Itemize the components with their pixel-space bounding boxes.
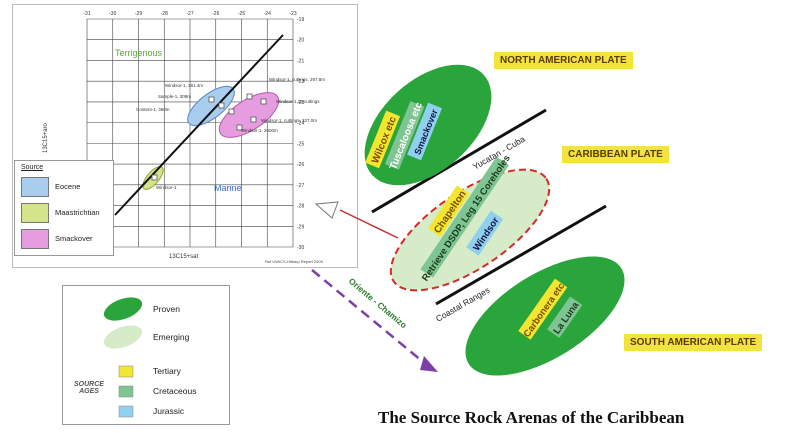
y-tick-label: -30 bbox=[297, 245, 304, 251]
point-label: Windsor-1, 2500m bbox=[241, 128, 278, 133]
source-legend-title: Source bbox=[21, 164, 44, 171]
maastrichtian-label: Maastrichtian bbox=[55, 208, 100, 217]
data-point bbox=[236, 124, 243, 131]
data-point bbox=[218, 102, 225, 109]
cretaceous-label: Cretaceous bbox=[153, 386, 197, 396]
y-tick-label: -24 bbox=[297, 121, 304, 127]
x-tick-label: -25 bbox=[238, 11, 245, 17]
data-points bbox=[151, 93, 267, 181]
point-label: Windsor-1,19 cuttings bbox=[276, 99, 320, 104]
oriente-arrowhead bbox=[420, 356, 438, 372]
credit-text: Ref UWICS-Hilbarp Report 2009 bbox=[265, 259, 324, 264]
callout-arrowhead bbox=[314, 201, 339, 219]
x-tick-label: -27 bbox=[186, 11, 193, 17]
x-tick-label: -28 bbox=[161, 11, 168, 17]
x-tick-label: -24 bbox=[264, 11, 271, 17]
map-key-graphics bbox=[103, 297, 143, 418]
y-tick-labels: -19 -20 -21 -22 -23 -24 -25 -26 -27 -28 -29 -30 bbox=[297, 17, 304, 251]
maastrichtian-swatch bbox=[21, 203, 49, 223]
terrigenous-label: Terrigenous bbox=[115, 48, 163, 58]
callout-line bbox=[339, 209, 399, 239]
yucatan-cuba-fault bbox=[371, 108, 547, 214]
north-american-plate-label: NORTH AMERICAN PLATE bbox=[494, 52, 633, 69]
source-legend: Source Eocene Maastrichtian Smackover bbox=[14, 160, 114, 256]
source-ages-label: SOURCE AGES bbox=[74, 381, 104, 395]
data-point bbox=[250, 116, 257, 123]
tertiary-swatch bbox=[118, 365, 134, 378]
jurassic-swatch bbox=[118, 405, 134, 418]
south-american-plate-label: SOUTH AMERICAN PLATE bbox=[624, 334, 763, 351]
point-labels: Windsor-1, 381.4m Sample-1, 308m Content… bbox=[136, 77, 325, 190]
x-tick-label: -30 bbox=[109, 11, 116, 17]
cretaceous-swatch bbox=[118, 385, 134, 398]
smackover-swatch bbox=[21, 229, 49, 249]
y-tick-label: -29 bbox=[297, 224, 304, 230]
y-tick-label: -25 bbox=[297, 141, 304, 147]
y-axis-label: 13C15+aro bbox=[43, 122, 49, 153]
jurassic-label: Jurassic bbox=[153, 406, 185, 416]
emerging-swatch bbox=[103, 325, 143, 349]
y-tick-label: -19 bbox=[297, 17, 304, 23]
point-label: Windsor-1, 381.4m bbox=[165, 83, 203, 88]
caribbean-plate-label: CARIBBEAN PLATE bbox=[562, 146, 669, 163]
marine-label: Marine bbox=[214, 183, 242, 193]
oriente-chamizo-fault bbox=[311, 269, 429, 367]
y-tick-label: -26 bbox=[297, 162, 304, 168]
emerging-label: Emerging bbox=[153, 332, 190, 342]
point-label: Sample-1, 308m bbox=[158, 94, 191, 99]
eocene-label: Eocene bbox=[55, 182, 81, 191]
point-label: Windsor-1, cuttings, 297.8m bbox=[269, 77, 325, 82]
data-point bbox=[151, 174, 158, 181]
coastal-ranges-fault bbox=[435, 204, 607, 306]
point-label: Windsor-1, cuttings, 327.0m bbox=[261, 118, 317, 123]
eocene-swatch bbox=[21, 177, 49, 197]
data-point bbox=[228, 108, 235, 115]
terrigenous-marine-divider-line bbox=[114, 34, 284, 216]
data-point bbox=[246, 93, 253, 100]
data-point bbox=[260, 98, 267, 105]
x-axis-label: 13C15+sat bbox=[169, 254, 199, 260]
point-label: Content-1, 360m bbox=[136, 107, 170, 112]
data-point bbox=[208, 96, 215, 103]
point-label: Windsor-1 bbox=[156, 185, 177, 190]
tertiary-label: Tertiary bbox=[153, 366, 181, 376]
y-tick-label: -27 bbox=[297, 183, 304, 189]
y-tick-label: -21 bbox=[297, 58, 304, 64]
y-tick-label: -22 bbox=[297, 79, 304, 85]
x-tick-labels: -31 -30 -29 -28 -27 -26 -25 -24 -23 bbox=[83, 11, 296, 17]
y-tick-label: -23 bbox=[297, 100, 304, 106]
proven-label: Proven bbox=[153, 304, 180, 314]
x-tick-label: -23 bbox=[289, 11, 296, 17]
x-tick-label: -29 bbox=[135, 11, 142, 17]
x-tick-label: -26 bbox=[212, 11, 219, 17]
map-key: Proven Emerging SOURCE AGES Tertiary Cre… bbox=[62, 285, 230, 425]
smackover-legend-label: Smackover bbox=[55, 234, 93, 243]
proven-swatch bbox=[103, 297, 143, 321]
page-title: The Source Rock Arenas of the Caribbean bbox=[378, 408, 685, 427]
y-tick-label: -20 bbox=[297, 38, 304, 44]
x-tick-label: -31 bbox=[83, 11, 90, 17]
y-tick-label: -28 bbox=[297, 204, 304, 210]
